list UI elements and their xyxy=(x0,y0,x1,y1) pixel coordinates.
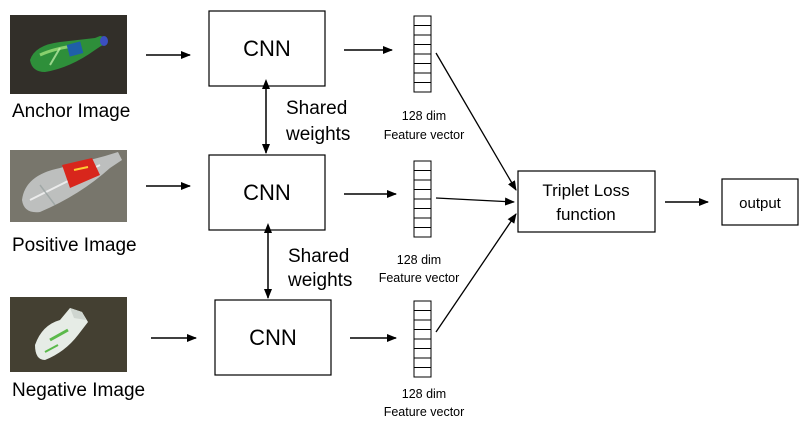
anchor-image-label: Anchor Image xyxy=(12,101,130,122)
feature-vector-cell xyxy=(413,217,432,228)
shared-weights-label-top-line2: weights xyxy=(285,124,350,145)
feature-vector-caption: Feature vector xyxy=(384,405,465,419)
positive-image-label: Positive Image xyxy=(12,235,137,256)
feature-vector-cell xyxy=(413,63,432,74)
feature-vector-cell xyxy=(413,208,432,219)
arrow-vector-negative-to-loss xyxy=(435,213,517,333)
cnn-box-anchor: CNN xyxy=(208,10,326,87)
triplet-loss-label-line2: function xyxy=(556,205,616,224)
cnn-label: CNN xyxy=(243,180,291,205)
feature-vector-cell xyxy=(413,198,432,209)
feature-vector-cell xyxy=(413,179,432,190)
feature-vector-cell xyxy=(413,367,432,378)
output-label: output xyxy=(739,195,782,212)
feature-vector-cell xyxy=(413,72,432,83)
feature-vector-cell xyxy=(413,329,432,340)
feature-vector-caption: Feature vector xyxy=(379,271,460,285)
arrow-vector-positive-to-loss xyxy=(435,197,515,206)
feature-vector-cell xyxy=(413,189,432,200)
cnn-box-negative: CNN xyxy=(214,299,332,376)
feature-vector-cell xyxy=(413,310,432,321)
positive-image-photo xyxy=(10,150,127,222)
feature-vector-cell xyxy=(413,357,432,368)
feature-vector-cell xyxy=(413,160,432,171)
shared-weights-label-bottom: Shared xyxy=(288,246,349,267)
arrow-vector-anchor-to-loss xyxy=(435,52,517,191)
feature-vector-anchor xyxy=(413,15,432,93)
feature-vector-cell xyxy=(413,34,432,45)
cnn-label: CNN xyxy=(243,36,291,61)
cnn-box-positive: CNN xyxy=(208,154,326,231)
triplet-loss-label: Triplet Loss xyxy=(542,181,629,200)
negative-image-label: Negative Image xyxy=(12,380,145,401)
feature-vector-dim-label: 128 dim xyxy=(402,387,446,401)
feature-vector-cell xyxy=(413,319,432,330)
feature-vector-cell xyxy=(413,300,432,311)
feature-vector-cell xyxy=(413,348,432,359)
negative-image-photo xyxy=(10,297,127,372)
feature-vector-cell xyxy=(413,170,432,181)
feature-vector-positive xyxy=(413,160,432,238)
feature-vector-cell xyxy=(413,227,432,238)
shared-weights-label-bottom-line2: weights xyxy=(287,270,352,291)
feature-vector-cell xyxy=(413,44,432,55)
triplet-loss-box: Triplet Loss function xyxy=(517,170,656,233)
output-box: output xyxy=(721,178,799,226)
feature-vector-cell xyxy=(413,338,432,349)
feature-vector-cell xyxy=(413,82,432,93)
feature-vector-negative xyxy=(413,300,432,378)
feature-vector-caption: Feature vector xyxy=(384,128,465,142)
feature-vector-dim-label: 128 dim xyxy=(397,253,441,267)
feature-vector-cell xyxy=(413,53,432,64)
cnn-label: CNN xyxy=(249,325,297,350)
shared-weights-label-top: Shared xyxy=(286,98,347,119)
feature-vector-cell xyxy=(413,15,432,26)
feature-vector-cell xyxy=(413,25,432,36)
feature-vector-dim-label: 128 dim xyxy=(402,109,446,123)
anchor-image-photo xyxy=(10,15,127,94)
